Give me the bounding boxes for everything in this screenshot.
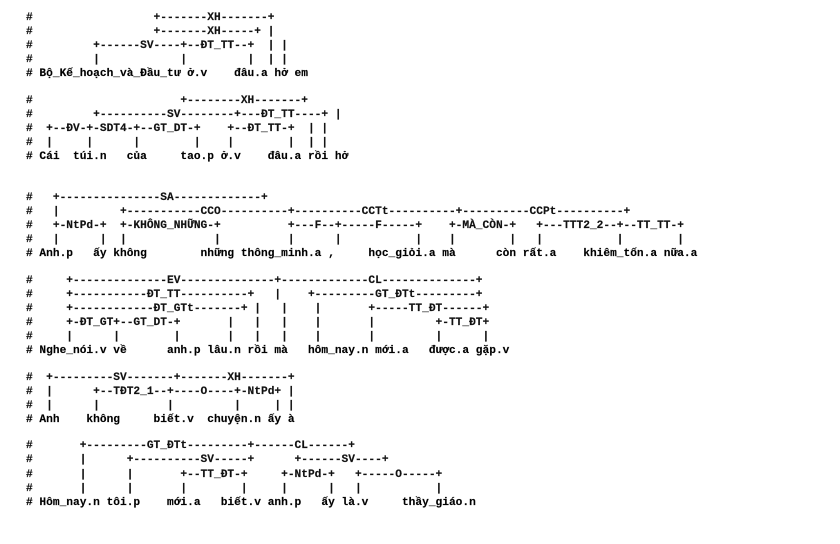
tree-link-line: # +--------------EV--------------+------… — [26, 274, 483, 287]
tree-word-line: # Anh không biết.v chuyện.n ấy à — [26, 413, 295, 426]
tree-link-line: # +------------ĐT_GTt-------+ | | | +---… — [26, 302, 490, 315]
tree-link-line: # | | +--TT_ĐT-+ +-NtPd-+ +-----O-----+ — [26, 468, 443, 481]
parse-tree: # +--------------EV--------------+------… — [26, 274, 826, 359]
parse-tree: # +-------XH-------+ # +-------XH-----+ |… — [26, 11, 826, 81]
tree-link-line: # | | | | | — [26, 54, 288, 67]
tree-link-line: # +---------------SA-------------+ — [26, 191, 268, 204]
tree-link-line: # | | | | | | | | — [26, 482, 443, 495]
parse-tree: # +---------------SA-------------+# | +-… — [26, 177, 826, 262]
parse-tree: # +---------GT_ĐTt---------+------CL----… — [26, 439, 826, 509]
tree-word-line: # Hôm_nay.n tôi.p mới.a biết.v anh.p ấy … — [26, 496, 476, 509]
tree-link-line: # +------SV----+--ĐT_TT--+ | | — [26, 40, 288, 53]
parse-tree: # +--------XH-------+# +----------SV----… — [26, 94, 826, 164]
tree-link-line — [26, 177, 826, 191]
tree-link-line: # | +----------SV-----+ +------SV----+ — [26, 454, 389, 467]
tree-word-line: # Cái túi.n của tao.p ở.v đâu.a rồi hở — [26, 151, 349, 164]
tree-link-line: # | +-----------CCO----------+----------… — [26, 205, 631, 218]
tree-link-line: # | +--TĐT2_1--+----O----+-NtPd+ | — [26, 385, 295, 398]
tree-link-line: # +-------XH-------+ — [26, 12, 275, 24]
tree-link-line: # +---------GT_ĐTt---------+------CL----… — [26, 440, 355, 453]
parse-tree-canvas: # +-------XH-------+ # +-------XH-----+ |… — [26, 11, 826, 536]
tree-link-line: # | | | | | | | | | | | | — [26, 234, 684, 247]
tree-link-line: # +----------SV--------+---ĐT_TT----+ | — [26, 108, 342, 121]
tree-link-line: # +-------XH-----+ | — [26, 26, 275, 39]
tree-word-line: # Nghe_nói.v về anh.p lâu.n rồi mà hôm_n… — [26, 345, 510, 358]
tree-link-line: # +-----------ĐT_TT----------+ | +------… — [26, 288, 483, 301]
tree-link-line: # | | | | | | | | | | — [26, 331, 490, 344]
tree-link-line: # | | | | | | — [26, 399, 295, 412]
parse-tree: # +---------SV-------+-------XH-------+#… — [26, 371, 826, 427]
tree-link-line: # +--------XH-------+ — [26, 94, 308, 107]
tree-link-line: # +-ĐT_GT+--GT_DT-+ | | | | | +-TT_ĐT+ — [26, 316, 490, 329]
tree-link-line: # +---------SV-------+-------XH-------+ — [26, 371, 295, 384]
tree-link-line: # +-NtPd-+ +-KHÔNG_NHỮNG-+ +---F--+-----… — [26, 220, 684, 232]
tree-word-line: # Anh.p ấy không những thông_minh.a , họ… — [26, 248, 698, 261]
tree-link-line: # | | | | | | | | — [26, 137, 329, 150]
tree-word-line: # Bộ_Kế_hoạch_và_Đầu_tư ở.v đâu.a hở em — [26, 68, 308, 81]
tree-link-line: # +--ĐV-+-SDT4-+--GT_DT-+ +--ĐT_TT-+ | | — [26, 123, 329, 136]
